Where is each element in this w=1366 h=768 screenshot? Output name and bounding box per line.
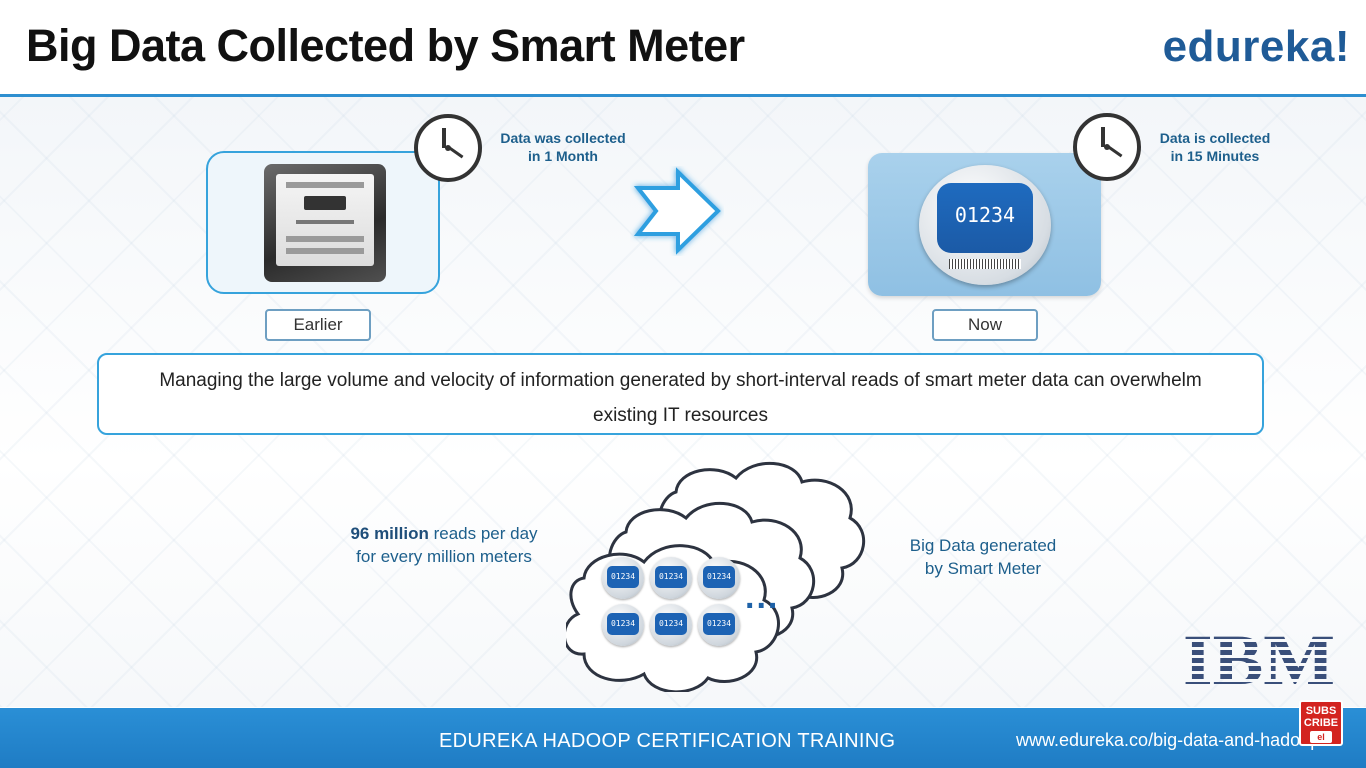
footer-title: EDUREKA HADOOP CERTIFICATION TRAINING (439, 730, 896, 752)
earlier-caption: Data was collected in 1 Month (488, 129, 638, 165)
smart-meter-reading: 01234 (954, 203, 1016, 227)
ibm-logo-text: IBM (1183, 626, 1335, 688)
now-tag: Now (932, 309, 1038, 341)
big-data-caption-line2: by Smart Meter (924, 559, 1042, 578)
now-caption-line1: Data is collected (1159, 130, 1271, 146)
smart-meter-icon: 01234 (919, 165, 1051, 285)
mini-meter-label: 01234 (607, 566, 639, 588)
now-caption: Data is collected in 15 Minutes (1145, 129, 1285, 165)
mini-meter-icon: 01234 (602, 604, 644, 646)
now-meter-panel: 01234 (868, 153, 1101, 296)
earlier-meter-panel (206, 151, 440, 294)
analog-meter-icon (264, 164, 386, 282)
mini-meter-icon: 01234 (650, 604, 692, 646)
big-data-caption: Big Data generated by Smart Meter (890, 534, 1076, 580)
now-caption-line2: in 15 Minutes (1170, 148, 1260, 164)
message-box: Managing the large volume and velocity o… (97, 353, 1264, 435)
edureka-logo: edureka! (1162, 22, 1350, 71)
reads-rest: reads per day (428, 524, 538, 543)
mini-meter-icon: 01234 (698, 604, 740, 646)
mini-meter-label: 01234 (607, 613, 639, 635)
footer-url[interactable]: www.edureka.co/big-data-and-hadoop (1016, 730, 1321, 750)
ibm-logo: IBM (1183, 626, 1335, 688)
earlier-caption-line1: Data was collected (500, 130, 626, 146)
subscribe-line2: CRIBE (1303, 717, 1339, 729)
reads-per-day-text: 96 million reads per day for every milli… (316, 522, 572, 568)
play-icon: el (1310, 731, 1332, 743)
earlier-caption-line2: in 1 Month (528, 148, 598, 164)
arrow-right-icon (633, 167, 721, 255)
slide-header: Big Data Collected by Smart Meter edurek… (0, 0, 1366, 97)
slide-title: Big Data Collected by Smart Meter (26, 20, 745, 71)
big-data-caption-line1: Big Data generated (909, 536, 1057, 555)
reads-line2: for every million meters (356, 547, 532, 566)
clock-icon (1073, 113, 1141, 181)
earlier-tag: Earlier (265, 309, 371, 341)
header-divider (0, 94, 1366, 97)
subscribe-badge: el (1317, 732, 1325, 742)
subscribe-button[interactable]: SUBS CRIBE el (1299, 700, 1343, 746)
reads-highlight: 96 million (350, 524, 429, 543)
footer-bar: EDUREKA HADOOP CERTIFICATION TRAINING ww… (0, 708, 1366, 768)
mini-meter-icon: 01234 (602, 557, 644, 599)
clock-icon (414, 114, 482, 182)
mini-meter-label: 01234 (655, 566, 687, 588)
mini-meter-icon: 01234 (698, 557, 740, 599)
mini-meter-icon: 01234 (650, 557, 692, 599)
mini-meter-label: 01234 (703, 566, 735, 588)
subscribe-line1: SUBS (1305, 705, 1337, 717)
mini-meter-label: 01234 (655, 613, 687, 635)
ellipsis: ... (745, 578, 780, 616)
mini-meter-label: 01234 (703, 613, 735, 635)
